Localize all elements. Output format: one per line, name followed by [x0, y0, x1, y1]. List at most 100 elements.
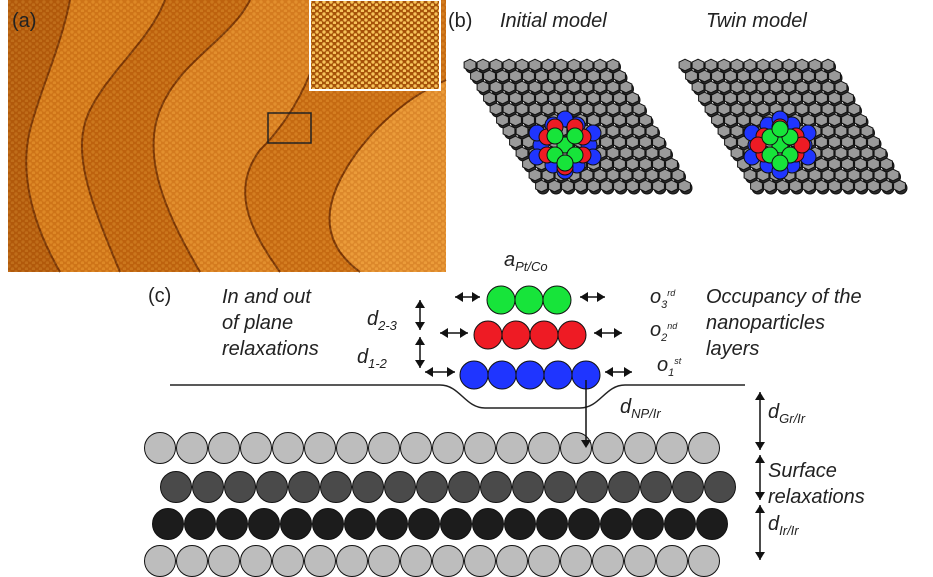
- substrate-atom: [176, 545, 208, 577]
- substrate-atom: [320, 471, 352, 503]
- dgr-arrow-head: [755, 392, 765, 400]
- graphene-hexagon: [828, 179, 841, 193]
- layer3-atom: [566, 127, 584, 145]
- lattice-arrow-right-head: [614, 328, 622, 338]
- graphene-hexagon: [619, 124, 633, 138]
- dgr-arrow-head: [755, 442, 765, 450]
- dimension-arrows: [415, 292, 765, 560]
- graphene-hexagon: [867, 135, 880, 149]
- d23-arrow-head: [415, 322, 425, 330]
- lattice-arrow-left-head: [455, 292, 463, 302]
- graphene-hexagon: [522, 69, 535, 83]
- graphene-hexagon: [750, 91, 763, 105]
- graphene-hexagon: [509, 69, 522, 83]
- graphene-hexagon: [750, 69, 763, 83]
- layer2-atom: [793, 136, 811, 154]
- graphene-hexagon: [606, 168, 620, 182]
- graphene-hexagon: [645, 146, 659, 160]
- graphene-hexagon: [691, 58, 705, 72]
- occupancy-line-3: layers: [706, 338, 759, 360]
- substrate-atom: [536, 508, 568, 540]
- substrate-atom: [656, 545, 688, 577]
- graphene-hexagon: [476, 80, 490, 94]
- graphene-hexagon: [854, 113, 867, 127]
- graphene-hexagon: [580, 58, 594, 72]
- substrate-atom: [528, 432, 560, 464]
- dir-label: dIr/Ir: [768, 513, 799, 538]
- surface-arrow-head: [755, 492, 765, 500]
- substrate-atom: [504, 508, 536, 540]
- substrate-atom: [688, 432, 720, 464]
- graphene-hexagon: [574, 91, 587, 105]
- graphene-hexagon: [567, 102, 581, 116]
- layer3-atom: [771, 154, 789, 172]
- graphene-hexagon: [717, 80, 731, 94]
- graphene-hexagon: [880, 157, 893, 171]
- graphene-hexagon: [724, 69, 737, 83]
- substrate-atom: [208, 545, 240, 577]
- graphene-hexagon: [613, 113, 626, 127]
- o2-label: o2nd: [650, 319, 678, 344]
- graphene-hexagon: [717, 58, 731, 72]
- graphene-hexagon: [795, 58, 809, 72]
- substrate-atom: [216, 508, 248, 540]
- graphene-hexagon: [613, 179, 626, 193]
- graphene-hexagon: [730, 80, 744, 94]
- substrate-atom: [640, 471, 672, 503]
- graphene-hexagon: [821, 168, 835, 182]
- graphene-hexagon: [632, 146, 646, 160]
- graphene-hexagon: [613, 91, 626, 105]
- substrate-atom: [624, 432, 656, 464]
- graphene-hexagon: [743, 58, 757, 72]
- graphene-hexagon: [769, 58, 783, 72]
- graphene-hexagon: [776, 179, 789, 193]
- graphene-hexagon: [606, 80, 620, 94]
- substrate-atom: [656, 432, 688, 464]
- graphene-hexagon: [704, 102, 718, 116]
- layer2-atom: [473, 320, 503, 350]
- substrate-atom: [272, 432, 304, 464]
- graphene-hexagon: [541, 80, 555, 94]
- graphene-hexagon: [704, 80, 718, 94]
- relax-line-2: of plane: [222, 312, 293, 334]
- layer2-atom: [501, 320, 531, 350]
- graphene-hexagon: [554, 80, 568, 94]
- graphene-hexagon: [828, 91, 841, 105]
- initial-model-illustration: [463, 58, 693, 195]
- substrate-atom: [592, 545, 624, 577]
- graphene-hexagon: [567, 58, 581, 72]
- graphene-hexagon: [841, 135, 854, 149]
- graphene-hexagon: [587, 113, 600, 127]
- graphene-hexagon: [587, 179, 600, 193]
- graphene-hexagon: [483, 91, 496, 105]
- substrate-atom: [160, 471, 192, 503]
- graphene-hexagon: [587, 69, 600, 83]
- graphene-hexagon: [626, 91, 639, 105]
- graphene-hexagon: [561, 91, 574, 105]
- graphene-hexagon: [619, 80, 633, 94]
- graphene-hexagon: [626, 113, 639, 127]
- graphene-hexagon: [658, 146, 672, 160]
- layer1-atom: [487, 360, 517, 390]
- substrate-atom: [144, 432, 176, 464]
- layer1-atom: [459, 360, 489, 390]
- graphene-hexagon: [496, 91, 509, 105]
- graphene-hexagon: [854, 179, 867, 193]
- graphene-hexagon: [847, 168, 861, 182]
- stm-inset: [309, 0, 441, 91]
- graphene-hexagon: [841, 91, 854, 105]
- graphene-hexagon: [802, 91, 815, 105]
- substrate-atom: [696, 508, 728, 540]
- graphene-hexagon: [834, 124, 848, 138]
- graphene-hexagon: [580, 80, 594, 94]
- graphene-hexagon: [860, 168, 874, 182]
- graphene-hexagon: [489, 80, 503, 94]
- graphene-hexagon: [606, 58, 620, 72]
- graphene-hexagon: [873, 168, 887, 182]
- graphene-hexagon: [821, 124, 835, 138]
- twin-model-title: Twin model: [706, 10, 807, 32]
- substrate-atom: [600, 508, 632, 540]
- graphene-hexagon: [639, 179, 652, 193]
- substrate-atom: [576, 471, 608, 503]
- lattice-arrow-right-head: [624, 367, 632, 377]
